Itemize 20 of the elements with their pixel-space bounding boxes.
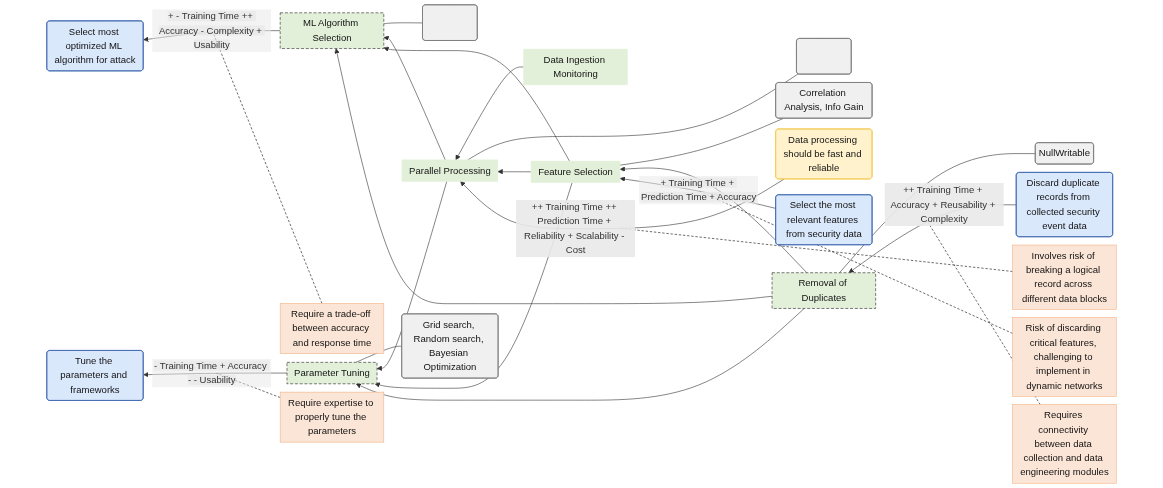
connector: [467, 73, 799, 161]
leader-line: [216, 372, 281, 398]
node-box: ML Algorithm Selection: [279, 12, 385, 49]
node-box: Require a trade-off between accuracy and response time: [279, 303, 385, 354]
node-box: Removal of Duplicates: [771, 272, 876, 309]
node-box: Data Ingestion Monitoring: [523, 48, 628, 86]
edge-label: + Training Time + Prediction Time + Accuracy: [641, 177, 757, 203]
connector: [383, 22, 424, 25]
connector: [619, 118, 784, 166]
edge-label: - Training Time + Accuracy - - Usability: [154, 360, 267, 385]
node-box: Require expertise to properly tune the parameters: [279, 391, 385, 443]
edge-label: ++ Training Time ++ Prediction Time + Reliability + Scalability - Cost: [524, 201, 625, 255]
node-box: Feature Selection: [530, 160, 621, 183]
node-box: Risk of discarding critical features, challenging to implement in dynamic networks: [1012, 317, 1117, 397]
node-box: Parameter Tuning: [286, 362, 378, 385]
node-box: Requires connectivity between data collection and data engineering modules: [1012, 404, 1117, 484]
node-box: Involves risk of breaking a logical record across different data blocks: [1012, 244, 1117, 310]
edge-label: + - Training Time ++ Accuracy - Complexity + Usability: [158, 11, 262, 50]
node-box: Parallel Processing: [401, 159, 499, 182]
edge-label: ++ Training Time + Accuracy + Reusability + Complexity: [890, 184, 996, 224]
